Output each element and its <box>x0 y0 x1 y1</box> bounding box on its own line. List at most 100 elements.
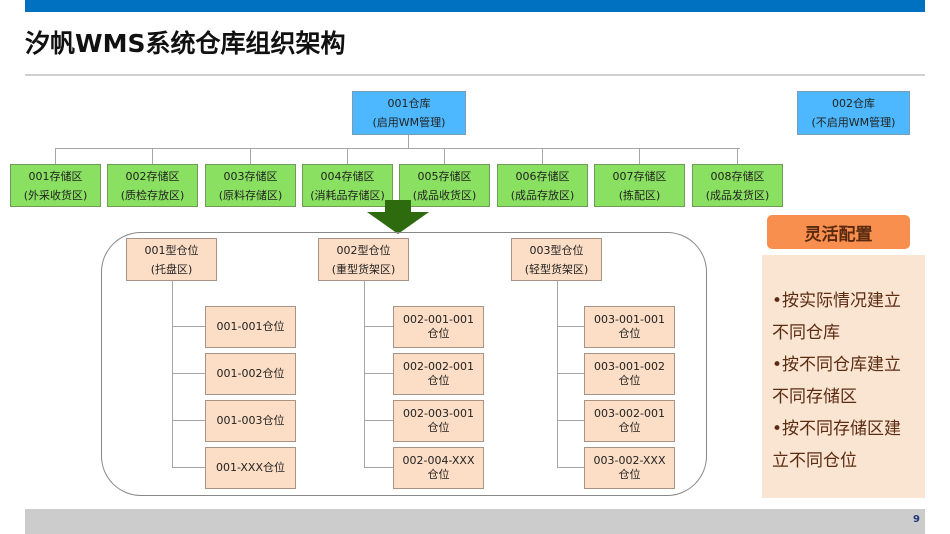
connector-line <box>557 281 558 467</box>
config-item: •按不同存储区建立不同仓位 <box>772 419 902 471</box>
bin-type-name: 003型仓位 <box>529 243 584 257</box>
connector-line <box>172 373 205 374</box>
zone-desc: (原料存储区) <box>218 188 283 202</box>
connector-line <box>639 148 640 164</box>
connector-line <box>172 467 205 468</box>
connector-line <box>364 281 365 467</box>
connector-line <box>542 148 543 164</box>
connector-line <box>172 420 205 421</box>
bin-type-desc: (托盘区) <box>150 262 193 276</box>
config-panel: •按实际情况建立不同仓库 •按不同仓库建立不同存储区 •按不同存储区建立不同仓位 <box>762 255 925 498</box>
zone-name: 003存储区 <box>223 169 278 183</box>
config-item: •按实际情况建立不同仓库 <box>772 291 902 343</box>
connector-line <box>364 467 393 468</box>
warehouse-desc: (不启用WM管理) <box>811 116 896 129</box>
bin-location-node: 001-XXX仓位 <box>205 447 296 489</box>
zone-desc: (消耗品存储区) <box>310 188 385 202</box>
bin-suffix: 仓位 <box>618 374 641 387</box>
bin-suffix: 仓位 <box>427 468 450 481</box>
zone-name: 001存储区 <box>28 169 83 183</box>
bin-suffix: 仓位 <box>427 374 450 387</box>
bin-type-name: 002型仓位 <box>336 243 391 257</box>
bin-location-node: 001-001仓位 <box>205 306 296 348</box>
bin-code: 003-002-001 <box>594 407 665 420</box>
bin-suffix: 仓位 <box>618 327 641 340</box>
zone-desc: (质检存放区) <box>120 188 185 202</box>
connector-line <box>55 148 56 164</box>
connector-line <box>557 467 584 468</box>
bin-type-node: 001型仓位 (托盘区) <box>126 238 217 281</box>
bin-type-name: 001型仓位 <box>144 243 199 257</box>
bin-code: 001-001仓位 <box>216 320 285 333</box>
connector-line <box>55 148 740 149</box>
zone-name: 005存储区 <box>417 169 472 183</box>
bin-code: 003-002-XXX <box>593 454 666 467</box>
zone-desc: (拣配区) <box>618 188 661 202</box>
warehouse-node-001: 001仓库 (启用WM管理) <box>352 91 466 135</box>
footer-bar <box>25 509 925 534</box>
connector-line <box>557 420 584 421</box>
bin-type-node: 003型仓位 (轻型货架区) <box>511 238 602 281</box>
bin-code: 002-004-XXX <box>402 454 475 467</box>
bin-suffix: 仓位 <box>618 468 641 481</box>
bin-code: 001-XXX仓位 <box>215 461 286 474</box>
connector-line <box>364 373 393 374</box>
bin-suffix: 仓位 <box>427 421 450 434</box>
down-arrow-icon <box>367 200 429 234</box>
connector-line <box>408 135 409 148</box>
zone-node: 003存储区 (原料存储区) <box>205 164 296 207</box>
connector-line <box>172 326 205 327</box>
warehouse-node-002: 002仓库 (不启用WM管理) <box>797 91 910 135</box>
connector-line <box>172 281 173 467</box>
zone-node: 002存储区 (质检存放区) <box>107 164 198 207</box>
bin-type-desc: (重型货架区) <box>331 262 396 276</box>
zone-node: 004存储区 (消耗品存储区) <box>302 164 393 207</box>
zone-name: 007存储区 <box>612 169 667 183</box>
page-number: 9 <box>913 514 920 525</box>
bin-code: 002-002-001 <box>403 360 474 373</box>
bin-code: 003-001-001 <box>594 313 665 326</box>
bin-code: 002-001-001 <box>403 313 474 326</box>
connector-line <box>364 420 393 421</box>
warehouse-desc: (启用WM管理) <box>372 116 446 129</box>
config-item: •按不同仓库建立不同存储区 <box>772 355 902 407</box>
connector-line <box>557 373 584 374</box>
zone-desc: (成品发货区) <box>705 188 770 202</box>
connector-line <box>347 148 348 164</box>
top-accent-bar <box>25 0 925 12</box>
connector-line <box>250 148 251 164</box>
connector-line <box>364 326 393 327</box>
bin-type-desc: (轻型货架区) <box>524 262 589 276</box>
connector-line <box>557 326 584 327</box>
warehouse-name: 002仓库 <box>832 97 875 110</box>
zone-node: 001存储区(外采收货区) <box>10 164 101 207</box>
bin-code: 001-003仓位 <box>216 414 285 427</box>
zone-node: 007存储区 (拣配区) <box>594 164 685 207</box>
title-divider <box>25 74 925 76</box>
warehouse-name: 001仓库 <box>387 97 431 110</box>
zone-name: 004存储区 <box>320 169 375 183</box>
zone-desc: (成品存放区) <box>510 188 575 202</box>
zone-name: 006存储区 <box>515 169 570 183</box>
bin-group-container <box>101 232 707 496</box>
zone-node: 008存储区 (成品发货区) <box>692 164 783 207</box>
connector-line <box>737 148 738 164</box>
bin-code: 002-003-001 <box>403 407 474 420</box>
bin-location-node: 001-003仓位 <box>205 400 296 442</box>
page-title: 汐帆WMS系统仓库组织架构 <box>25 29 346 58</box>
zone-node: 005存储区(成品收货区) <box>399 164 490 207</box>
zone-name: 002存储区 <box>125 169 180 183</box>
bin-suffix: 仓位 <box>427 327 450 340</box>
connector-line <box>444 148 445 164</box>
zone-node: 006存储区 (成品存放区) <box>497 164 588 207</box>
zone-name: 008存储区 <box>710 169 765 183</box>
bin-code: 001-002仓位 <box>216 367 285 380</box>
bin-type-node: 002型仓位 (重型货架区) <box>318 238 409 281</box>
